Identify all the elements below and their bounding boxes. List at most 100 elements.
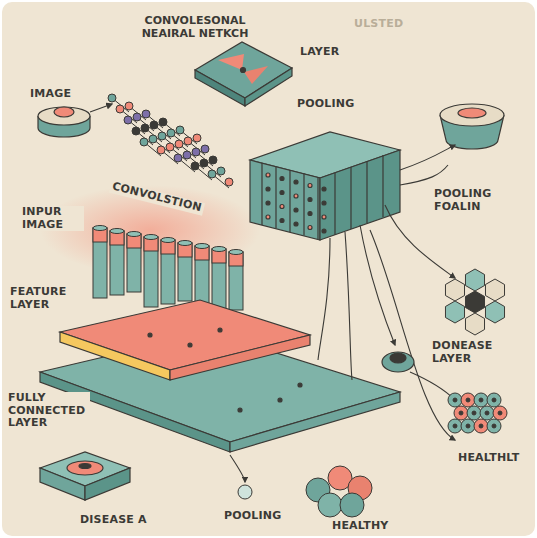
pooling-block-part-part xyxy=(280,191,284,195)
pooling-block-part-part xyxy=(266,215,270,219)
disease-box xyxy=(40,452,130,500)
healthlt-cluster-part xyxy=(479,424,483,428)
pooling-block-part xyxy=(250,160,320,240)
layer-diamond-part xyxy=(218,54,244,70)
pooling-block-part xyxy=(262,155,383,239)
fully-connected-slab-part xyxy=(230,392,400,452)
part-label: HEALTHLT xyxy=(456,452,521,465)
feature-columns-part xyxy=(127,234,141,292)
part-label: LAYER xyxy=(298,46,341,59)
healthlt-cluster-part xyxy=(448,419,462,433)
feature-columns-part xyxy=(127,232,141,237)
donease-hex-cluster-part xyxy=(445,301,464,323)
feature-columns xyxy=(93,226,243,317)
part-label: DONEASE LAYER xyxy=(430,340,504,365)
feature-columns-part xyxy=(161,240,175,304)
feature-columns-part xyxy=(229,252,243,310)
part-label: HEALTHY xyxy=(330,520,391,533)
pooling-bowl xyxy=(440,104,504,149)
dot-grid-part xyxy=(193,134,201,142)
donease-hex-cluster xyxy=(445,269,504,335)
fully-connected-slab-part xyxy=(218,328,222,332)
layer-diamond-part xyxy=(195,70,245,106)
healthlt-cluster-part xyxy=(472,411,476,415)
healthlt-cluster-part xyxy=(453,398,457,402)
pooling-block-part-part xyxy=(294,222,298,226)
pooling-block-part-part xyxy=(308,198,312,202)
pooling-block-part-part xyxy=(280,177,284,181)
pooling-block-part-part xyxy=(322,187,326,191)
donease-hex-cluster-part xyxy=(445,279,464,301)
feature-columns-part xyxy=(144,235,158,240)
healthlt-cluster-part xyxy=(466,424,470,428)
relay-node-part xyxy=(382,352,414,372)
pooling-block-part-part xyxy=(366,161,367,223)
pooling-bowl-part xyxy=(458,108,486,118)
layer-diamond-part xyxy=(195,42,292,98)
healthlt-cluster-part xyxy=(479,398,483,402)
connection-wires-part xyxy=(345,232,352,380)
donease-hex-cluster-part xyxy=(485,279,504,301)
healthlt-cluster xyxy=(448,393,507,433)
donease-hex-cluster-part xyxy=(465,313,484,335)
pooling-block-part-part xyxy=(280,219,284,223)
healthy-spheres-part xyxy=(318,493,342,517)
donease-hex-cluster-part xyxy=(485,301,504,323)
diagram-title: CONVOLESONAL NEAIRAL NETKCH xyxy=(118,14,272,40)
dot-grid-part xyxy=(141,124,149,132)
part-label: CONVOLSTION xyxy=(109,180,205,215)
healthy-spheres-part xyxy=(340,493,364,517)
fully-connected-slab-part xyxy=(60,332,170,380)
healthlt-cluster-part xyxy=(453,424,457,428)
healthlt-cluster-part xyxy=(454,406,468,420)
connection-wires-part xyxy=(410,372,455,400)
pooling-block-part-part xyxy=(289,170,290,232)
image-icon-part xyxy=(90,104,112,112)
connection-wires-part xyxy=(370,230,455,440)
pooling-bowl-part xyxy=(440,104,504,126)
healthlt-cluster-part xyxy=(474,419,488,433)
feature-columns-part xyxy=(229,250,243,255)
pooling-block-part-part xyxy=(294,208,298,212)
feature-columns-part xyxy=(178,241,192,246)
dot-grid-part xyxy=(184,137,192,145)
healthlt-cluster-part xyxy=(485,411,489,415)
dot-grid-part xyxy=(150,121,158,129)
connection-wires-part xyxy=(400,165,448,185)
part-label: POOLING xyxy=(295,98,357,111)
healthlt-cluster-part xyxy=(493,406,507,420)
pooling-block-part-part xyxy=(322,201,326,205)
part-label: FULLY CONNECTED LAYER xyxy=(6,392,90,430)
part-label: POOLING FOALIN xyxy=(432,188,508,213)
healthlt-cluster-part xyxy=(498,411,502,415)
dot-grid-part xyxy=(132,127,140,135)
dot-grid-part xyxy=(149,135,157,143)
image-icon-part xyxy=(54,107,74,117)
donease-hex-cluster-part xyxy=(465,291,484,313)
fully-connected-slab-part xyxy=(188,343,192,347)
dot-grid-part xyxy=(159,118,167,126)
healthlt-cluster-part xyxy=(474,393,488,407)
dot-grid-part xyxy=(175,140,183,148)
dot-grid-part xyxy=(217,167,225,175)
healthlt-cluster-part xyxy=(461,419,475,433)
healthlt-cluster-part xyxy=(487,419,501,433)
dot-grid-part xyxy=(125,102,133,110)
pooling-block-part-part xyxy=(317,177,318,239)
dot-grid-part xyxy=(208,170,216,178)
pooling-block-part-part xyxy=(294,180,298,184)
connection-wires xyxy=(230,145,455,482)
part-label: FEATURE LAYER xyxy=(8,286,82,311)
healthlt-cluster-part xyxy=(492,398,496,402)
pooling-block-part-part xyxy=(382,155,383,217)
fully-connected-slab xyxy=(40,300,400,452)
dot-grid-part xyxy=(225,178,233,186)
fully-connected-slab-part xyxy=(148,333,152,337)
healthlt-cluster-part xyxy=(461,393,475,407)
pooling-block-part-part xyxy=(266,187,270,191)
dot-grid-part xyxy=(201,145,209,153)
pooling-block-part-part xyxy=(266,173,270,177)
part-label: ULSTED xyxy=(352,18,405,31)
